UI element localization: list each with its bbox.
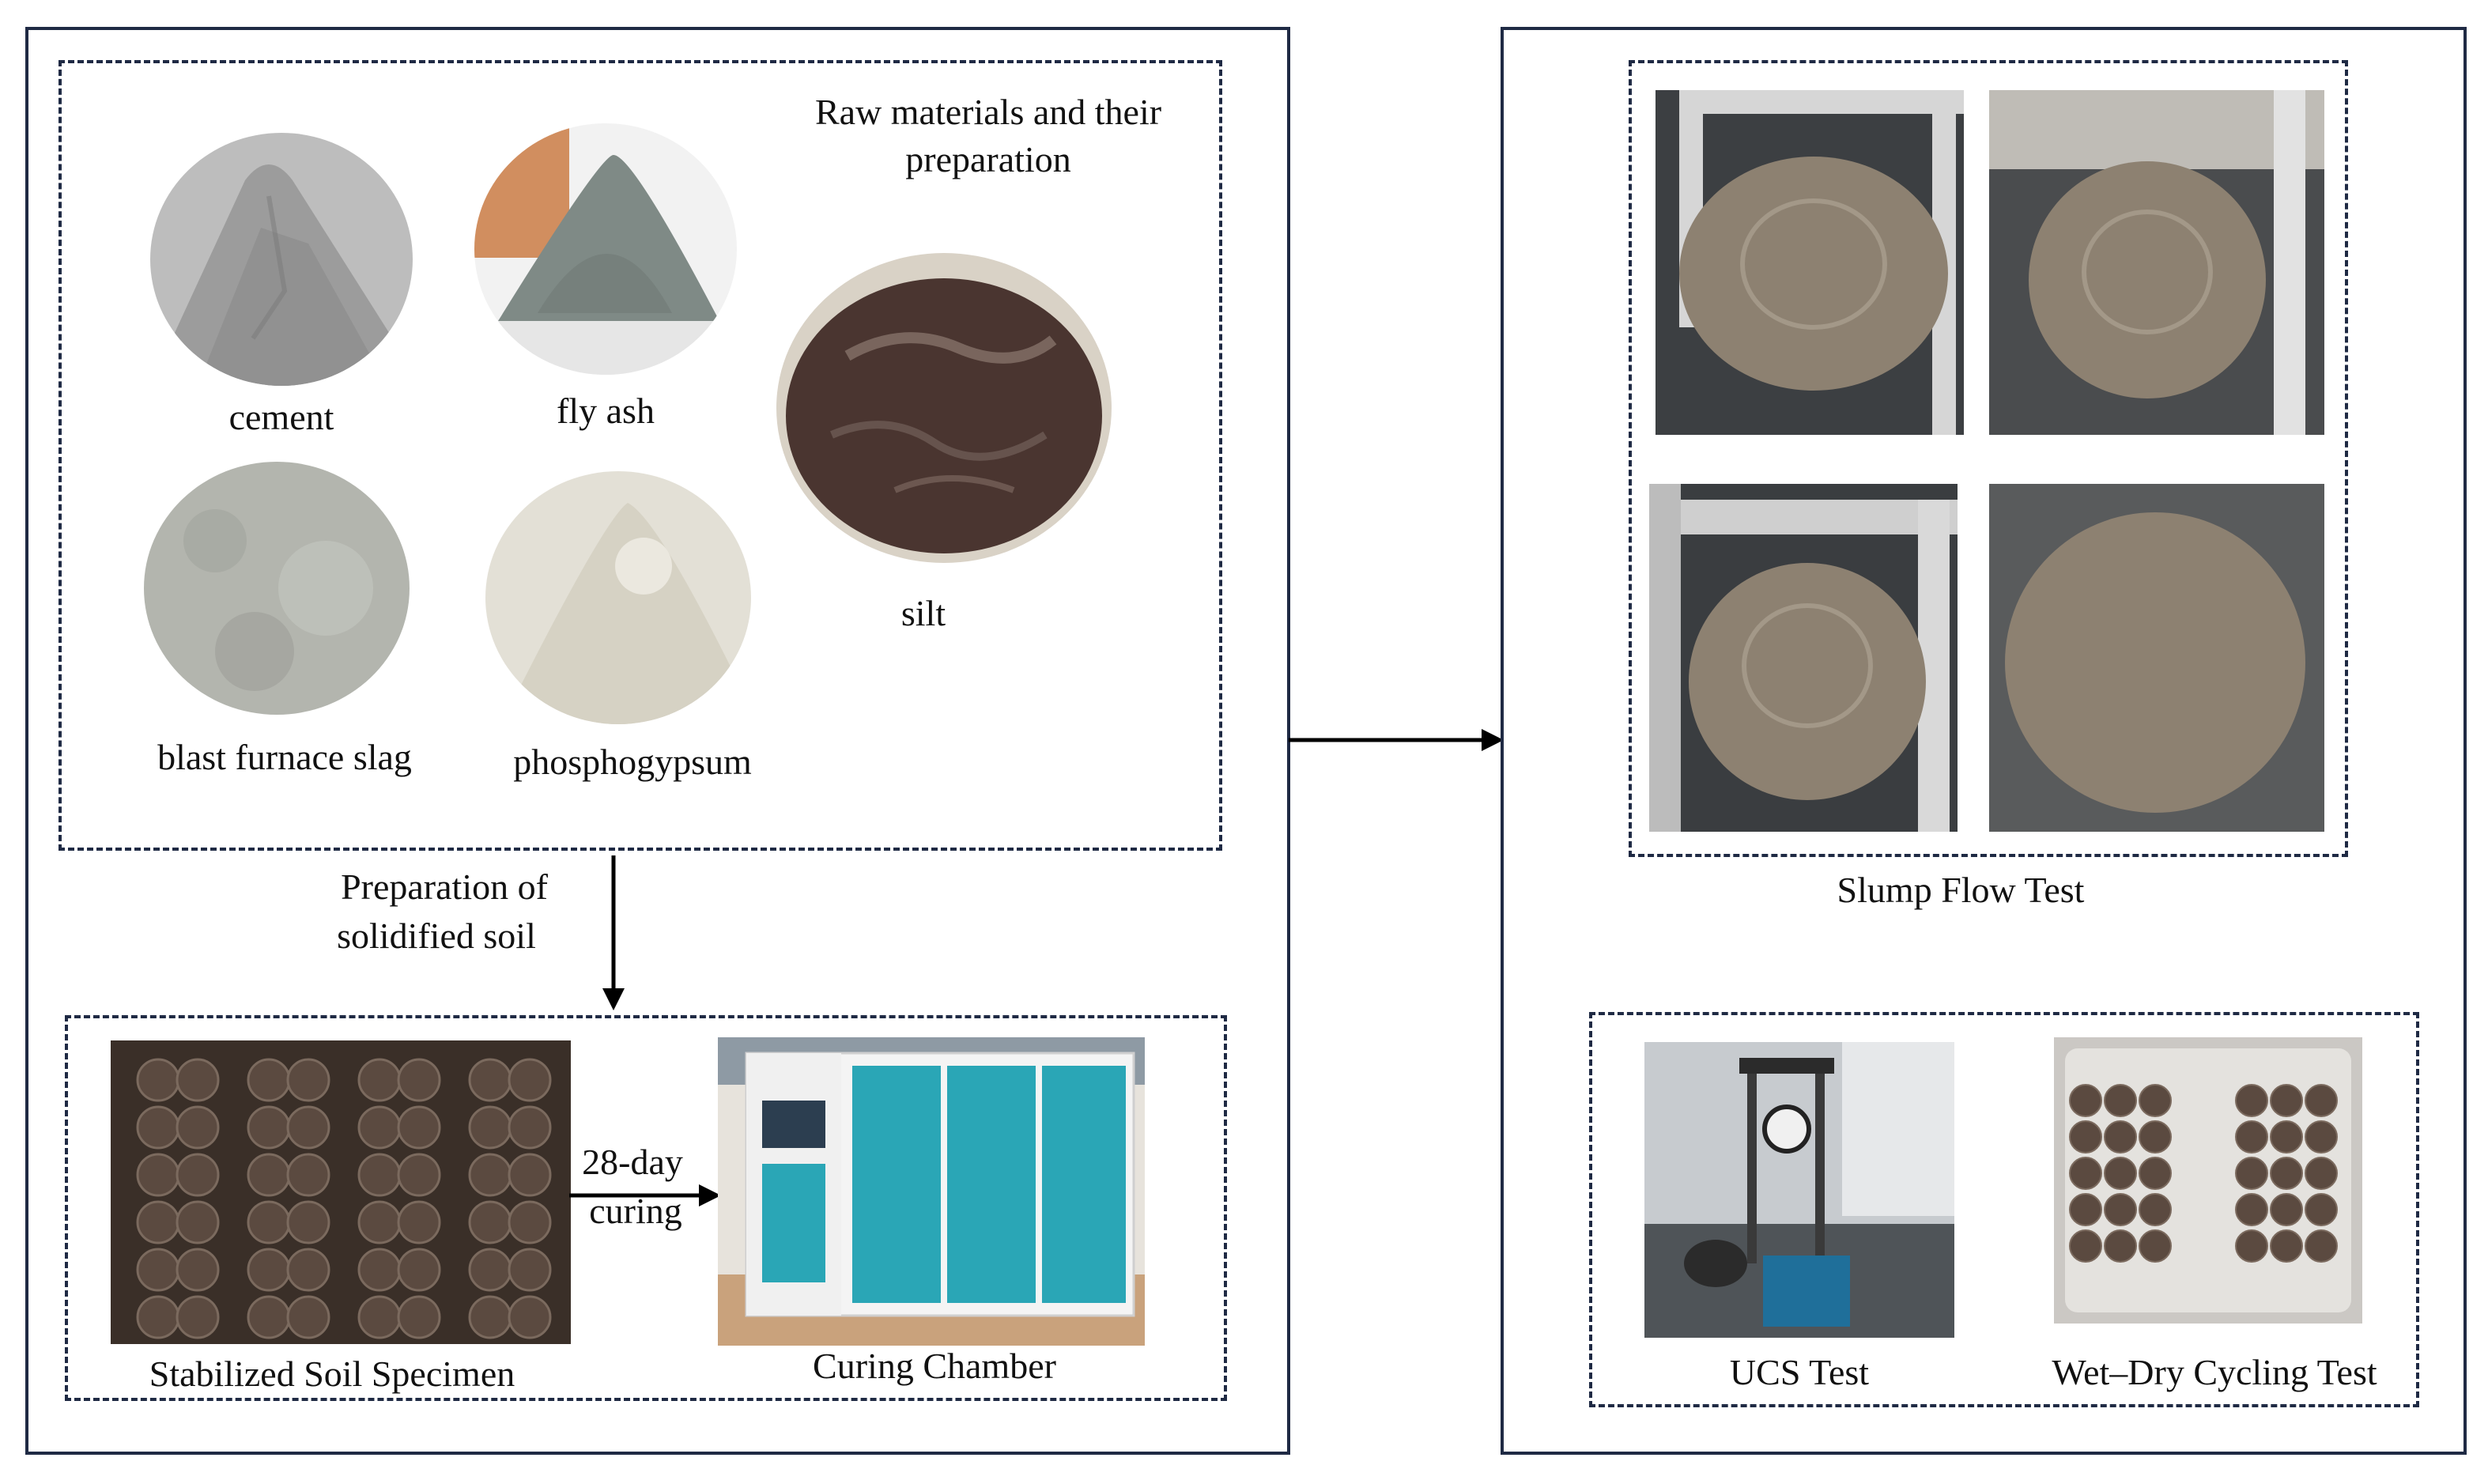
preparation-label-line2: solidified soil [337, 916, 536, 956]
ucs-test-image [1644, 1042, 1954, 1338]
silt-image [776, 253, 1112, 563]
specimen-image [111, 1040, 571, 1344]
wet-dry-label: Wet–Dry Cycling Test [2052, 1352, 2377, 1392]
curing-chamber-label: Curing Chamber [813, 1346, 1056, 1386]
phosphogypsum-label: phosphogypsum [513, 742, 752, 782]
slump-photo-1 [1656, 90, 1964, 435]
ucs-test-label: UCS Test [1729, 1352, 1870, 1392]
right-arrow [1289, 729, 1504, 751]
curing-chamber-image [718, 1037, 1145, 1346]
preparation-label-line1: Preparation of [341, 867, 548, 907]
specimen-label: Stabilized Soil Specimen [149, 1354, 515, 1394]
right-panel [1501, 27, 2467, 1455]
slump-flow-label: Slump Flow Test [1837, 870, 2085, 910]
silt-label: silt [900, 593, 946, 633]
tests-box [1589, 1012, 2419, 1407]
fly-ash-label: fly ash [557, 391, 655, 431]
slag-image [144, 462, 410, 715]
down-arrow [602, 855, 625, 1010]
curing-label-line1: 28-day [582, 1142, 683, 1182]
cement-image [150, 133, 413, 386]
raw-materials-title-line2: preparation [905, 139, 1071, 179]
curing-arrow [569, 1184, 721, 1206]
raw-materials-title-line1: Raw materials and their [814, 92, 1162, 132]
slump-photo-2 [1989, 90, 2324, 435]
phosphogypsum-image [485, 471, 751, 724]
slag-label: blast furnace slag [157, 737, 412, 777]
slump-photo-3 [1649, 484, 1958, 832]
slump-photo-4 [1989, 484, 2324, 832]
fly-ash-image [474, 123, 737, 375]
raw-materials-box [59, 60, 1222, 851]
curing-box [65, 1015, 1227, 1401]
wet-dry-image [2054, 1037, 2362, 1324]
slump-flow-box [1629, 60, 2348, 857]
cement-label: cement [228, 397, 334, 437]
